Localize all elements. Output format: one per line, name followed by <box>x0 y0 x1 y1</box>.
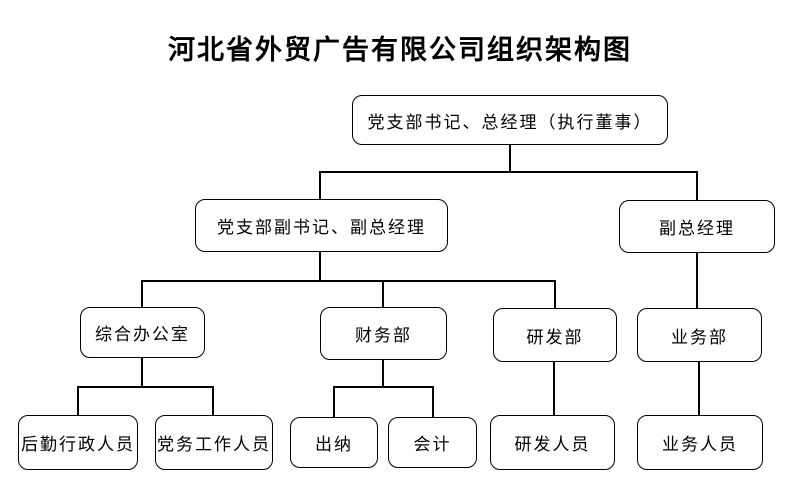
node-accountant: 会计 <box>388 417 477 468</box>
node-rd-staff: 研发人员 <box>490 415 615 470</box>
node-cashier: 出纳 <box>290 417 378 468</box>
connector-line <box>319 251 321 282</box>
connector-line <box>77 386 79 416</box>
connector-line <box>382 280 384 308</box>
connector-line <box>553 361 555 416</box>
node-deputy-gm-label: 副总经理 <box>659 219 735 238</box>
node-ceo: 党支部书记、总经理（执行董事） <box>352 95 668 145</box>
connector-line <box>141 280 143 308</box>
node-deputy-gm: 副总经理 <box>619 200 775 253</box>
node-logistics-admin-staff: 后勤行政人员 <box>18 415 138 470</box>
connector-line <box>554 280 556 309</box>
connector-line <box>382 359 384 388</box>
node-cashier-label: 出纳 <box>315 435 353 454</box>
connector-line <box>432 386 434 418</box>
node-finance-dept-label: 财务部 <box>355 326 412 345</box>
node-rd-dept: 研发部 <box>493 308 617 362</box>
connector-line <box>319 171 321 200</box>
node-business-staff-label: 业务人员 <box>662 435 738 454</box>
connector-line <box>333 386 434 388</box>
connector-line <box>696 252 698 309</box>
node-logistics-admin-staff-label: 后勤行政人员 <box>21 435 135 454</box>
connector-line <box>212 386 214 416</box>
node-ceo-label: 党支部书记、总经理（执行董事） <box>367 112 653 132</box>
connector-line <box>333 386 335 418</box>
node-business-dept: 业务部 <box>637 308 762 362</box>
node-business-staff: 业务人员 <box>637 415 763 470</box>
connector-line <box>141 357 143 388</box>
node-general-office-label: 综合办公室 <box>95 325 190 344</box>
node-party-affairs-staff-label: 党务工作人员 <box>157 435 271 454</box>
page-title: 河北省外贸广告有限公司组织架构图 <box>168 35 632 65</box>
node-deputy-secretary-gm-label: 党支部副书记、副总经理 <box>217 218 426 237</box>
node-business-dept-label: 业务部 <box>671 327 728 347</box>
node-finance-dept: 财务部 <box>320 307 447 360</box>
connector-line <box>141 280 556 282</box>
node-general-office: 综合办公室 <box>80 307 205 358</box>
node-party-affairs-staff: 党务工作人员 <box>155 415 273 470</box>
connector-line <box>77 386 214 388</box>
connector-line <box>509 144 511 173</box>
connector-line <box>698 361 700 416</box>
node-rd-staff-label: 研发人员 <box>514 435 591 454</box>
node-rd-dept-label: 研发部 <box>526 327 584 347</box>
node-accountant-label: 会计 <box>413 435 452 454</box>
connector-line <box>696 171 698 201</box>
node-deputy-secretary-gm: 党支部副书记、副总经理 <box>195 199 448 252</box>
connector-line <box>319 171 698 173</box>
